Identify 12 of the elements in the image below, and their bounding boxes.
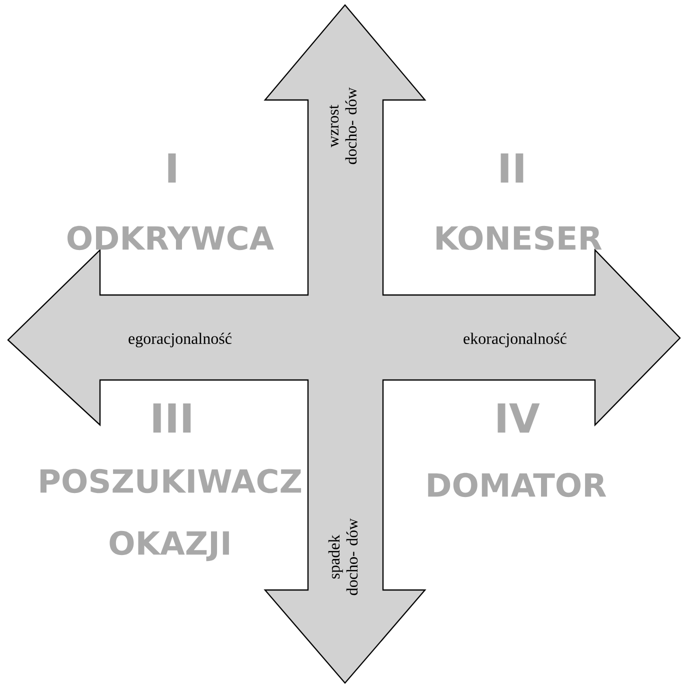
- quadrant-numeral: II: [500, 153, 524, 183]
- quadrant-name: DOMATOR: [428, 472, 606, 498]
- quadrant-name: KONESER: [436, 226, 602, 250]
- quadrant-name: POSZUKIWACZ OKAZJI: [40, 468, 302, 562]
- quadrant-numeral: III: [153, 403, 191, 433]
- quadrant-numeral: I: [168, 153, 176, 183]
- quadrant-numeral: IV: [498, 403, 540, 433]
- axis-label: spadek docho- dów: [328, 518, 358, 596]
- quadrant-name: ODKRYWCA: [68, 226, 274, 250]
- axis-label: egoracjonalność: [128, 332, 232, 348]
- axis-label: ekoracjonalność: [464, 332, 566, 348]
- axis-label: wzrost docho- dów: [329, 87, 357, 164]
